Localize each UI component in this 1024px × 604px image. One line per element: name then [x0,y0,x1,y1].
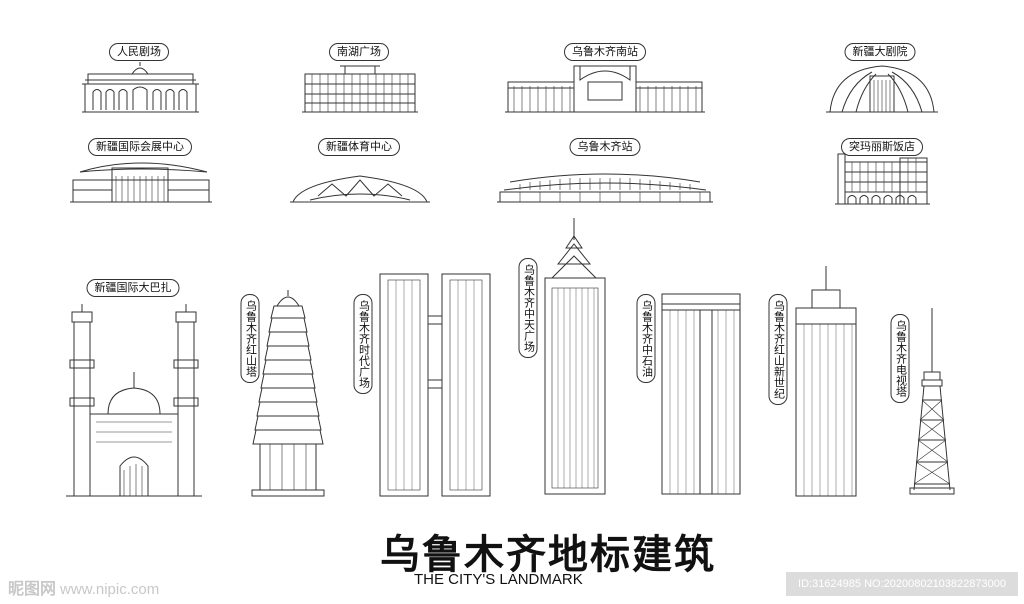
label-xinjiang-grand-theater: 新疆大剧院 [844,43,916,61]
label-grand-bazaar: 新疆国际大巴扎 [86,279,180,297]
xinjiang-grand-theater-drawing [826,65,938,113]
watermark-site-url: www.nipic.com [60,581,160,598]
watermark-id: ID:31624985 NO:20200802103822873000 [786,572,1018,596]
label-zhongtian-plaza: 乌鲁木齐中天广场 [518,258,538,358]
label-people-theater: 人民剧场 [109,43,169,61]
grand-bazaar-drawing [66,304,202,497]
hongshan-new-century-drawing [795,266,857,497]
label-petrochina: 乌鲁木齐中石油 [636,294,656,383]
subtitle: THE CITY'S LANDMARK [414,571,583,588]
zhongtian-plaza-drawing [544,218,606,495]
label-urumqi-south-station: 乌鲁木齐南站 [564,43,646,61]
times-square-towers-drawing [379,273,491,497]
label-hongshan-new-century: 乌鲁木齐红山新世纪 [768,294,788,405]
xinjiang-sports-center-drawing [290,175,430,203]
label-xinjiang-expo-center: 新疆国际会展中心 [88,138,192,156]
hongshan-pagoda-drawing [251,290,325,497]
tumaris-hotel-drawing [835,153,930,205]
urumqi-south-station-drawing [505,65,705,113]
label-hongshan-pagoda: 乌鲁木齐红山塔 [240,294,260,383]
people-theater-drawing [82,62,199,113]
xinjiang-expo-center-drawing [70,162,212,203]
label-nanhu-square: 南湖广场 [329,43,389,61]
label-tv-tower: 乌鲁木齐电视塔 [890,314,910,403]
watermark-site-name: 昵图网 [8,581,57,598]
label-tumaris-hotel: 突玛丽斯饭店 [841,138,923,156]
tv-tower-drawing [909,308,955,495]
main-title: 乌鲁木齐地标建筑 [380,532,716,578]
petrochina-tower-drawing [661,293,741,495]
urumqi-station-drawing [497,173,713,203]
label-xinjiang-sports-center: 新疆体育中心 [318,138,400,156]
label-urumqi-station: 乌鲁木齐站 [569,138,641,156]
nanhu-square-drawing [302,65,418,113]
label-times-square: 乌鲁木齐时代广场 [353,294,373,394]
